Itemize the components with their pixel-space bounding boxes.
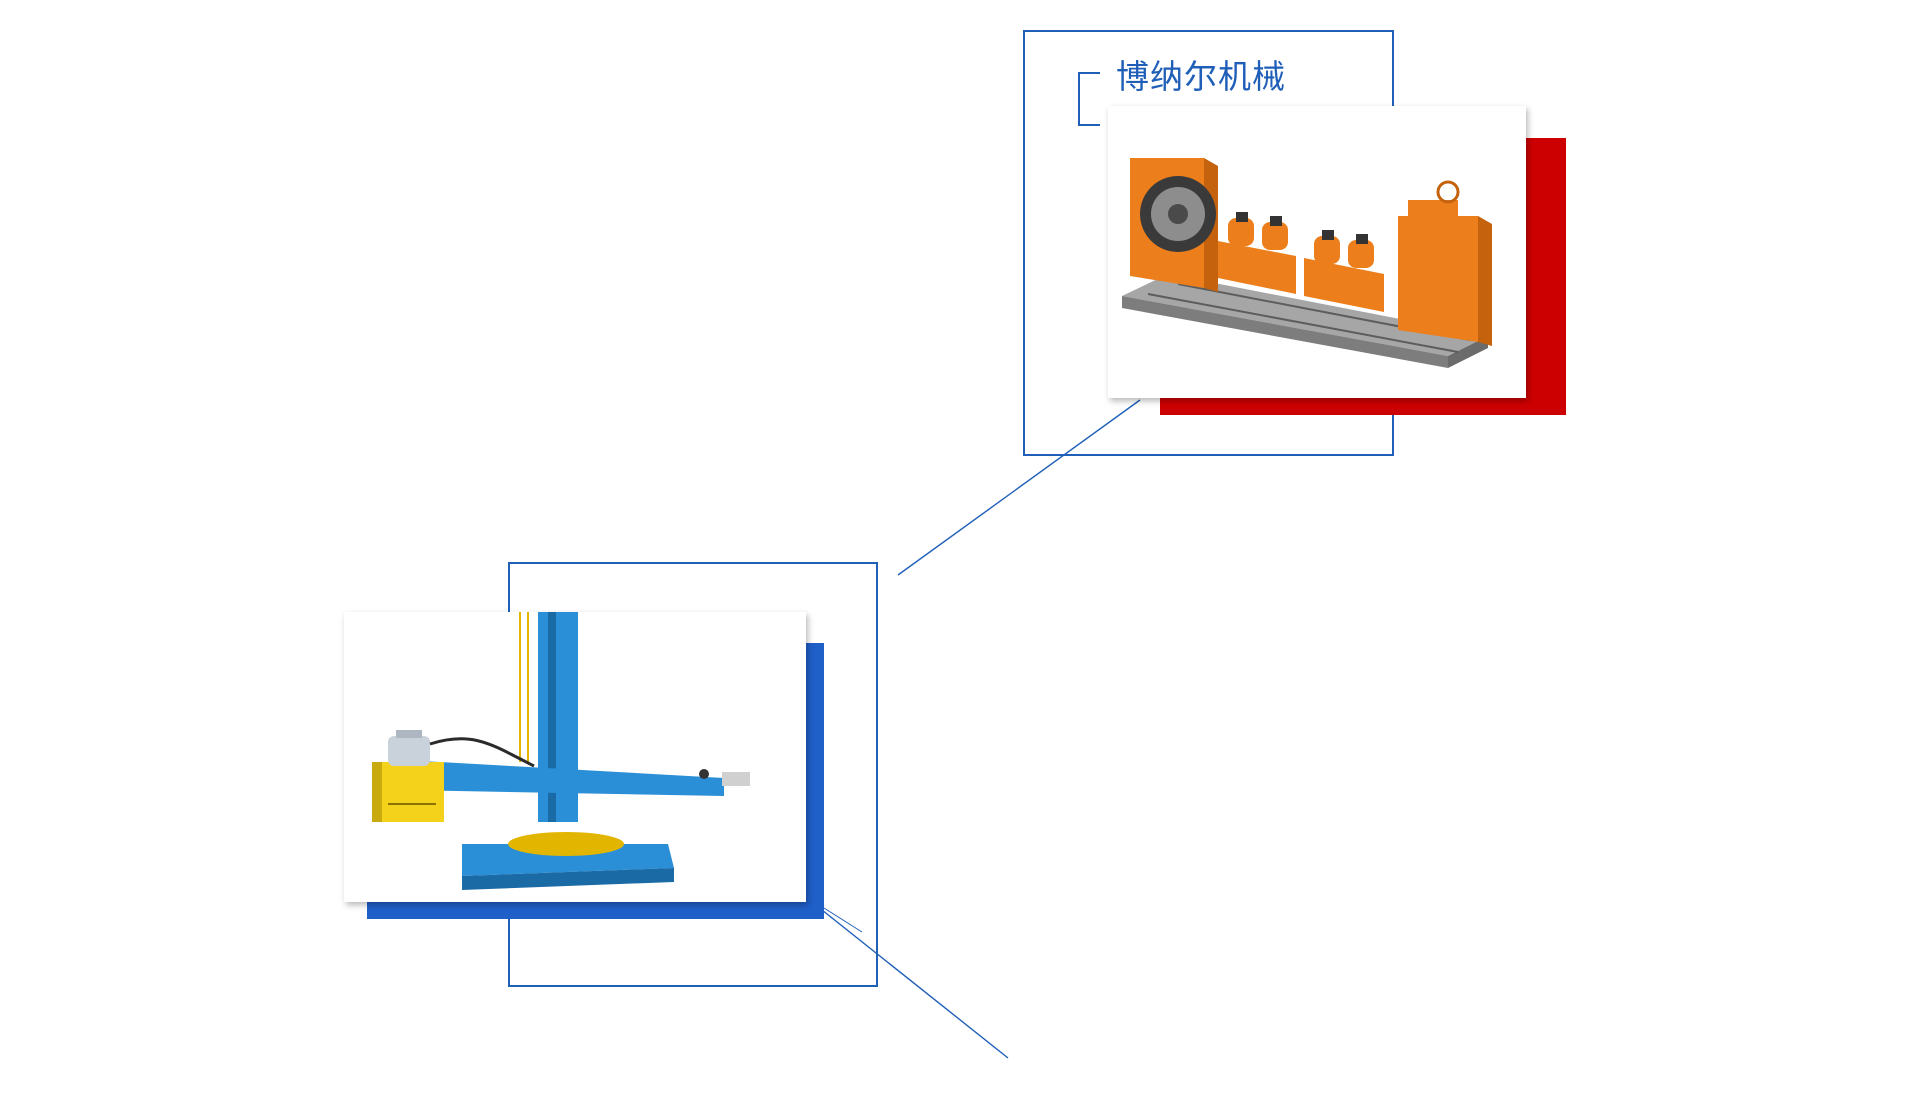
title-bracket [1078,72,1100,126]
manipulator-machine-image [372,612,750,890]
product-photo-positioner[interactable] [1108,106,1526,398]
positioner-machine-image [1122,158,1492,368]
brand-title: 博纳尔机械 [1110,50,1292,98]
product-photo-manipulator[interactable] [344,612,806,902]
